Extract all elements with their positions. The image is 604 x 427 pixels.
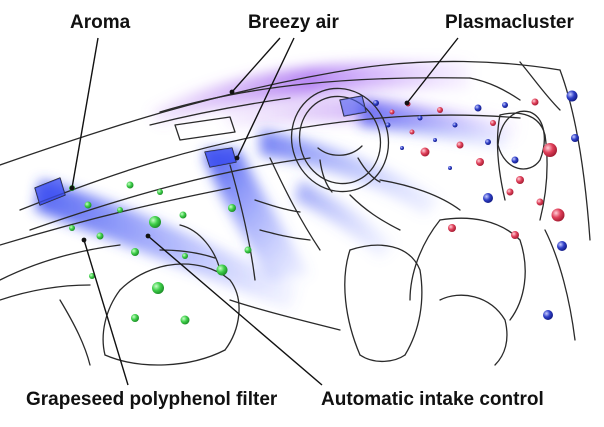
label-aroma: Aroma	[70, 12, 131, 33]
airflow-blue	[35, 100, 510, 310]
plasmacluster-ions	[373, 90, 579, 320]
label-breezy-air: Breezy air	[248, 12, 339, 33]
callout-lines	[71, 37, 459, 386]
callout-dots	[69, 89, 410, 243]
label-grapeseed-filter: Grapeseed polyphenol filter	[26, 389, 278, 410]
vents	[35, 96, 366, 205]
label-plasmacluster: Plasmacluster	[445, 12, 574, 33]
aroma-particles	[69, 181, 252, 325]
label-automatic-intake: Automatic intake control	[321, 389, 544, 410]
car-outline	[0, 60, 591, 366]
